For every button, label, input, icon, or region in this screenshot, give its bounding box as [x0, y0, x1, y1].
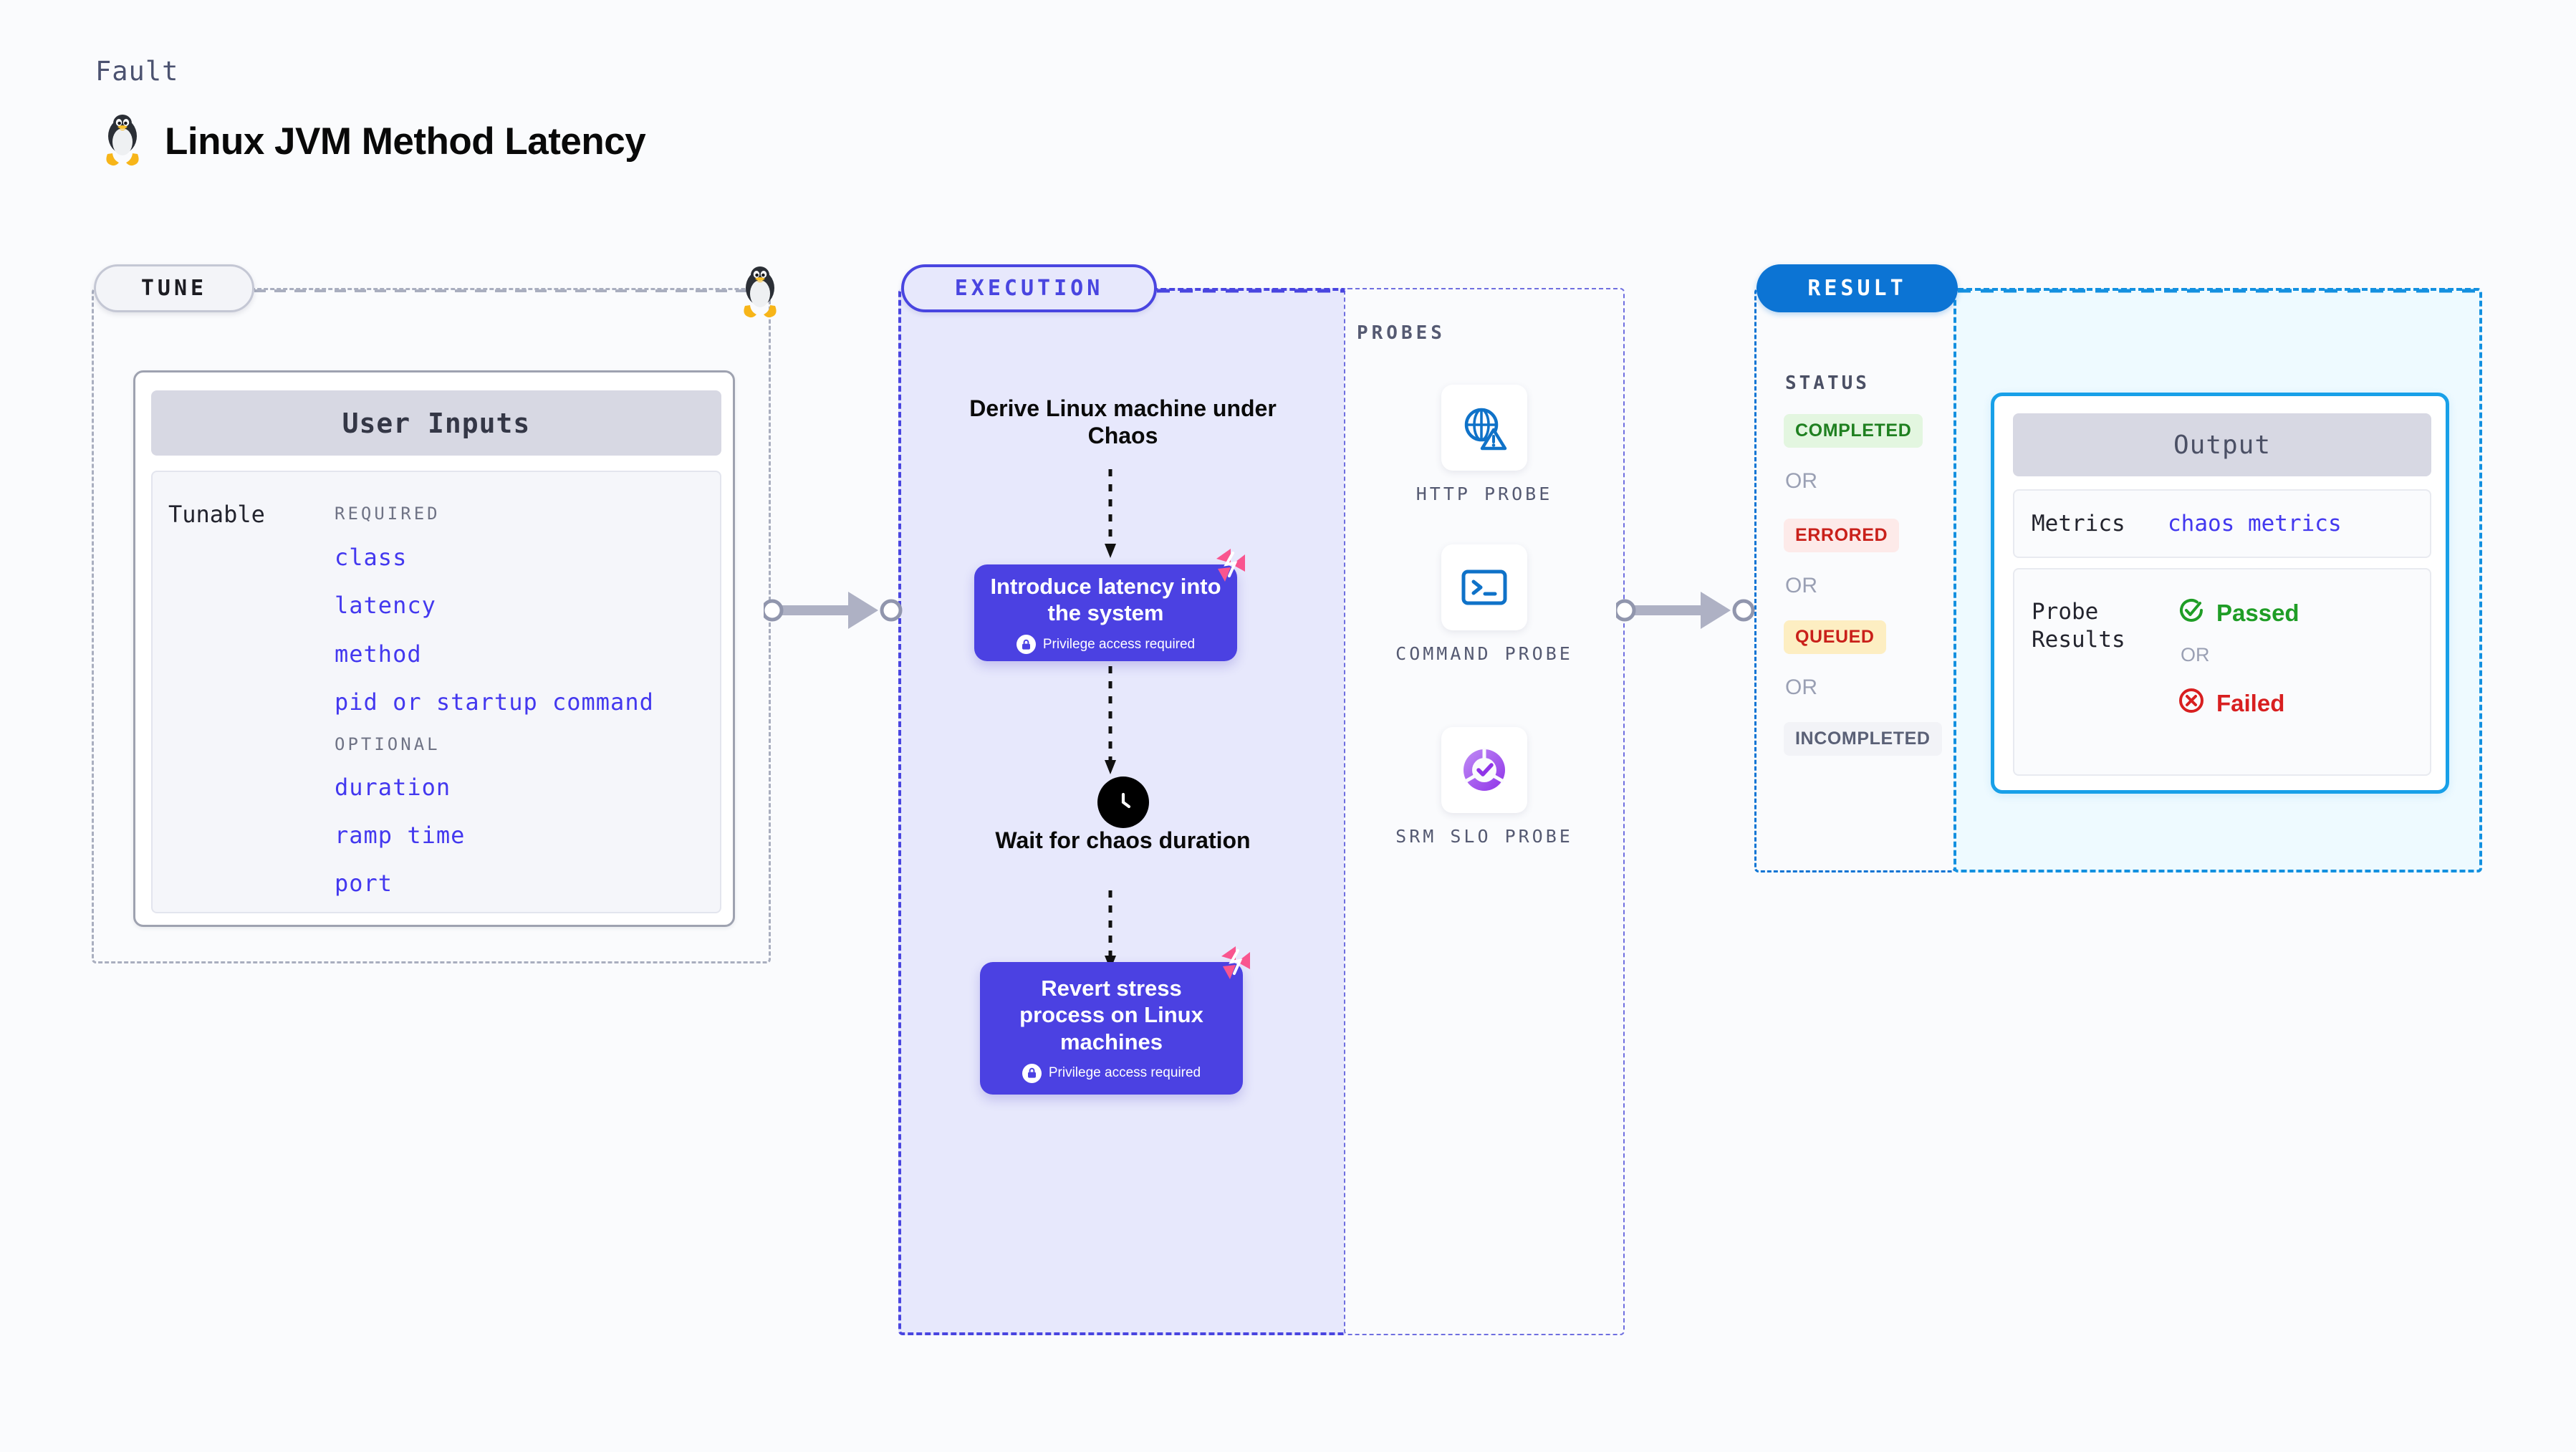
passed-label: Passed [2216, 600, 2299, 626]
group-heading-optional: OPTIONAL [335, 734, 441, 754]
tunable-item-port[interactable]: port [335, 870, 393, 897]
probe-label: COMMAND PROBE [1395, 643, 1573, 664]
step-privilege-label: Privilege access required [1042, 636, 1196, 652]
tunable-item-duration[interactable]: duration [335, 774, 451, 801]
status-badge-incompleted: INCOMPLETED [1784, 722, 1942, 756]
execution-top-dashed-line [1157, 289, 1345, 293]
status-or-2: OR [1785, 574, 1817, 597]
connector-tune-to-execution [764, 592, 903, 629]
step-privilege-label: Privilege access required [1048, 1065, 1201, 1081]
tunable-item-latency[interactable]: latency [335, 592, 436, 619]
status-badge-queued: QUEUED [1784, 620, 1886, 654]
tune-top-dashed-line [254, 289, 749, 292]
step-title: Introduce latency into the system [990, 573, 1221, 625]
status-label: STATUS [1785, 372, 1870, 394]
step-privilege-note: Privilege access required [1022, 1063, 1201, 1083]
tunable-item-method[interactable]: method [335, 640, 422, 668]
clock-icon [1097, 777, 1149, 828]
probe-result-failed: Failed [2178, 687, 2284, 720]
user-inputs-card: User Inputs Tunable REQUIRED class laten… [133, 370, 735, 927]
harness-logo-icon [1209, 544, 1252, 590]
tunable-item-class[interactable]: class [335, 544, 408, 571]
status-badge-completed: COMPLETED [1784, 414, 1923, 448]
metrics-label: Metrics [2032, 510, 2125, 537]
srm-slo-donut-check-icon [1441, 727, 1527, 813]
probe-item-command[interactable]: COMMAND PROBE [1391, 544, 1577, 666]
tunable-item-ramp-time[interactable]: ramp time [335, 822, 466, 849]
output-title: Output [2013, 413, 2431, 476]
tune-region [92, 288, 771, 963]
lock-icon [1016, 635, 1036, 655]
probe-label: HTTP PROBE [1416, 484, 1553, 504]
tab-tune[interactable]: TUNE [94, 264, 254, 312]
page-title-row: Linux JVM Method Latency [100, 115, 646, 168]
result-top-dashed-line [1958, 289, 2479, 293]
probe-result-or: OR [2181, 644, 2210, 665]
status-or-3: OR [1785, 675, 1817, 699]
status-or-1: OR [1785, 469, 1817, 493]
output-card: Output Metrics chaos metrics Probe Resul… [1991, 393, 2449, 794]
flow-step-introduce-latency[interactable]: Introduce latency into the system Privil… [974, 564, 1237, 661]
check-circle-icon [2178, 597, 2205, 630]
tab-result[interactable]: RESULT [1756, 264, 1958, 312]
linux-penguin-icon [738, 266, 782, 323]
page-eyebrow: Fault [95, 56, 179, 87]
output-metrics-row: Metrics chaos metrics [2013, 489, 2431, 558]
probe-results-label: Probe Results [2032, 599, 2125, 653]
status-badge-errored: ERRORED [1784, 519, 1900, 552]
step-title: Revert stress process on Linux machines [1019, 976, 1203, 1054]
probe-label: SRM SLO PROBE [1395, 826, 1573, 847]
flow-arrow-derive-to-introduce [1105, 469, 1116, 558]
tunable-item-pid[interactable]: pid or startup command [335, 688, 654, 716]
flow-step-wait-label: Wait for chaos duration [995, 827, 1251, 853]
flow-arrow-introduce-to-wait [1105, 666, 1116, 774]
tunable-label: Tunable [168, 501, 265, 528]
metrics-value[interactable]: chaos metrics [2168, 511, 2342, 537]
page-title: Linux JVM Method Latency [165, 120, 646, 163]
probe-item-srm-slo[interactable]: SRM SLO PROBE [1391, 727, 1577, 849]
output-probe-results-row: Probe Results Passed OR [2013, 568, 2431, 776]
tab-execution[interactable]: EXECUTION [901, 264, 1157, 312]
linux-penguin-icon [100, 115, 145, 168]
x-circle-icon [2178, 687, 2205, 720]
tunable-panel: Tunable REQUIRED class latency method pi… [151, 471, 721, 913]
flow-step-derive-label: Derive Linux machine under Chaos [969, 395, 1277, 448]
terminal-prompt-icon [1441, 544, 1527, 630]
user-inputs-title: User Inputs [151, 390, 721, 456]
failed-label: Failed [2216, 690, 2285, 716]
probe-result-passed: Passed [2178, 597, 2299, 630]
flow-step-revert-stress[interactable]: Revert stress process on Linux machines … [980, 962, 1243, 1095]
harness-logo-icon [1214, 942, 1257, 987]
probe-item-http[interactable]: HTTP PROBE [1391, 385, 1577, 506]
lock-icon [1022, 1063, 1042, 1083]
probes-label: PROBES [1357, 322, 1446, 344]
connector-execution-to-result [1616, 592, 1755, 629]
step-privilege-note: Privilege access required [1016, 635, 1196, 655]
group-heading-required: REQUIRED [335, 504, 441, 524]
globe-warning-icon [1441, 385, 1527, 471]
